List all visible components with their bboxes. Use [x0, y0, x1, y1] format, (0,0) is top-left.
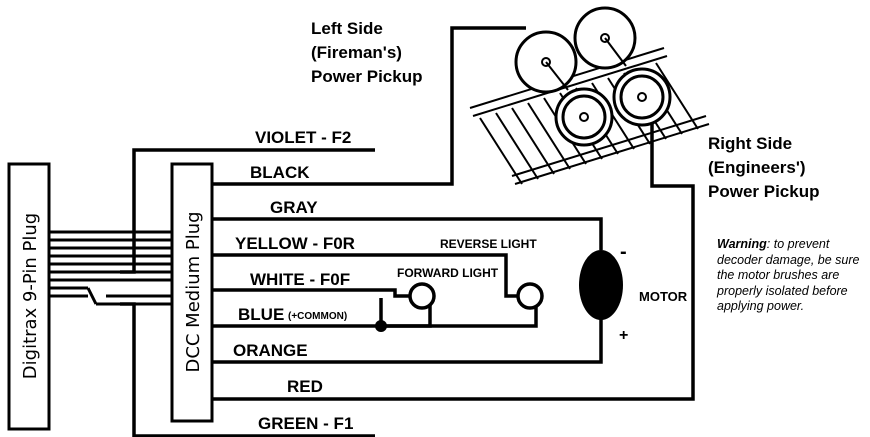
reverse-light-label: REVERSE LIGHT — [440, 237, 537, 251]
white-label: WHITE - F0F — [250, 270, 350, 289]
svg-text:Left Side: Left Side — [311, 19, 383, 38]
orange-label: ORANGE — [233, 341, 308, 360]
warning-title: Warning — [717, 237, 767, 251]
red-label: RED — [287, 377, 323, 396]
gray-label: GRAY — [270, 198, 318, 217]
right-pickup-label: Right Side (Engineers') Power Pickup — [708, 134, 819, 201]
common-junction-dot — [375, 320, 387, 332]
dcc-plug-box — [170, 162, 214, 423]
dcc-plug-label: DCC Medium Plug — [183, 211, 204, 372]
warning-text: : to prevent decoder damage, be sure the… — [717, 237, 860, 313]
green-wire — [120, 302, 375, 437]
left-pickup-label: Left Side (Fireman's) Power Pickup — [311, 19, 422, 86]
forward-light-label: FORWARD LIGHT — [397, 266, 499, 280]
motor-symbol — [579, 250, 623, 320]
svg-text:(Engineers'): (Engineers') — [708, 158, 806, 177]
red-wire — [212, 120, 695, 401]
motor-label: MOTOR — [639, 289, 688, 304]
blue-common-note: (+COMMON) — [288, 311, 347, 322]
white-wire — [212, 288, 409, 298]
gray-wire — [212, 217, 603, 250]
plug-wire-bundle — [49, 230, 172, 306]
wheels — [514, 6, 672, 147]
orange-wire — [212, 319, 603, 364]
motor-plus-label: + — [619, 327, 628, 344]
violet-wire — [120, 148, 375, 274]
motor-minus-label: - — [620, 241, 627, 263]
violet-label: VIOLET - F2 — [255, 128, 351, 147]
svg-text:Power Pickup: Power Pickup — [311, 67, 422, 86]
black-wire — [212, 26, 526, 186]
yellow-wire — [212, 253, 518, 298]
forward-light-bulb — [408, 282, 436, 310]
reverse-light-bulb — [516, 282, 544, 310]
decoder-wires — [212, 26, 695, 401]
svg-text:Power Pickup: Power Pickup — [708, 182, 819, 201]
svg-text:Right Side: Right Side — [708, 134, 792, 153]
svg-text:(Fireman's): (Fireman's) — [311, 43, 402, 62]
yellow-label: YELLOW - F0R — [235, 234, 355, 253]
black-label: BLACK — [250, 163, 310, 182]
digitrax-plug-label: Digitrax 9-Pin Plug — [20, 213, 41, 379]
warning-note: Warning: to prevent decoder damage, be s… — [717, 237, 867, 315]
violet-green-wires — [120, 148, 375, 437]
blue-common-rev — [381, 305, 538, 328]
green-label: GREEN - F1 — [258, 414, 353, 433]
blue-label: BLUE — [238, 305, 284, 324]
